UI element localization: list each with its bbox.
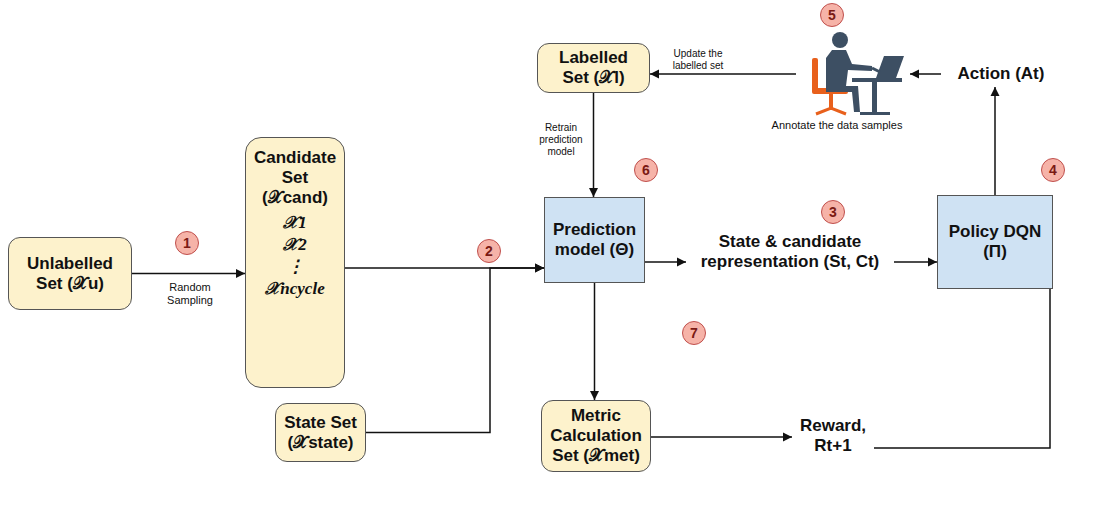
connector (590, 283, 599, 400)
edge-label: Retrain prediction model (533, 122, 589, 158)
edge-label: State & candidate representation (St, Ct… (690, 232, 890, 272)
person-legs (826, 86, 860, 112)
node-title: Policy DQN (Π) (944, 222, 1046, 262)
person-head (832, 32, 848, 48)
node-title: State Set (𝒳state) (282, 413, 359, 453)
laptop (876, 56, 904, 78)
connector (650, 70, 1000, 196)
data-set-box: Metric Calculation Set (𝒳met) (541, 400, 651, 472)
connector (366, 264, 544, 433)
arrow-head (589, 188, 598, 197)
connector-line (594, 283, 596, 400)
connector-line (994, 87, 996, 195)
callout-number: 1 (175, 231, 199, 255)
callout-number: 7 (682, 321, 706, 345)
desk-leg (872, 82, 877, 114)
callout-number: 4 (1041, 158, 1065, 182)
chair-base (816, 108, 846, 114)
data-set-box: State Set (𝒳state) (275, 403, 366, 462)
callout-number: 5 (820, 3, 844, 27)
connector-line (651, 436, 792, 438)
node-title: Metric Calculation Set (𝒳met) (548, 406, 644, 466)
candidate-set-box: Candidate Set (𝒳cand) 𝒳1𝒳2⋮𝒳ncycle (245, 137, 345, 388)
data-set-box: Unlabelled Set (𝒳u) (8, 237, 132, 310)
node-title: Prediction model (Θ) (551, 220, 638, 260)
node-title: Unlabelled Set (𝒳u) (15, 254, 125, 294)
desk-foot (860, 112, 890, 115)
data-set-box: Labelled Set (𝒳l) (537, 43, 650, 93)
note-label: Update the labelled set (656, 48, 740, 72)
connector-line (132, 273, 245, 275)
callout-number: 6 (634, 158, 658, 182)
note-label: Annotate the data samples (762, 119, 912, 132)
list-item: ⋮ (287, 256, 304, 278)
arrow-head (991, 87, 1000, 96)
arrow-head (677, 258, 686, 267)
edge-label: Reward, Rt+1 (796, 416, 870, 456)
connector-line (874, 289, 1050, 448)
connector-line (650, 73, 796, 75)
model-box: Prediction model (Θ) (544, 197, 645, 283)
arrow-head (535, 264, 544, 273)
connector-line (366, 268, 544, 433)
connector (132, 269, 245, 278)
edge-label: Action (At) (945, 64, 1057, 84)
callout-number: 3 (821, 200, 845, 224)
connector (589, 93, 598, 197)
person-arm (872, 68, 880, 72)
arrow-head (650, 70, 659, 79)
edge-label: Random Sampling (148, 281, 232, 307)
desk (852, 78, 902, 82)
list-item: 𝒳1 (283, 212, 307, 234)
arrow-head (236, 269, 245, 278)
arrow-head (535, 264, 544, 273)
callout-number: 2 (477, 239, 501, 263)
arrow-head (590, 391, 599, 400)
node-title: Labelled Set (𝒳l) (544, 48, 643, 88)
person-body (826, 50, 872, 86)
arrow-head (783, 433, 792, 442)
list-item: 𝒳ncycle (265, 278, 324, 300)
arrow-head (928, 258, 937, 267)
node-title: Candidate Set (𝒳cand) (252, 148, 338, 208)
list-item: 𝒳2 (283, 234, 307, 256)
connector-line (593, 93, 595, 197)
arrow-head (910, 70, 919, 79)
model-box: Policy DQN (Π) (937, 195, 1053, 289)
